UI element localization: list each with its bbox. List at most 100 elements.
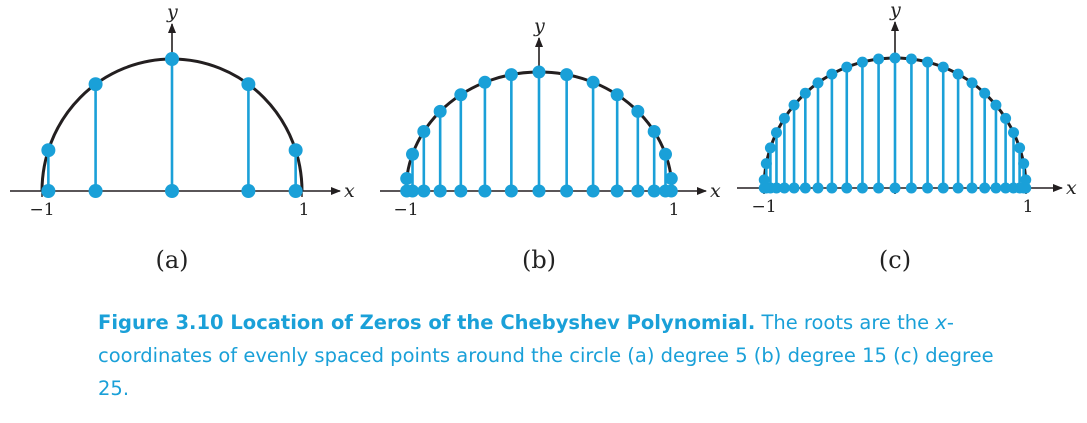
root-point [922, 182, 934, 194]
panel-label: (a) [155, 246, 188, 274]
y-axis-label: y [166, 1, 178, 23]
circle-point [504, 68, 518, 82]
tick-label-min: −1 [393, 200, 418, 220]
root-point [165, 184, 179, 198]
root-point [41, 184, 56, 198]
root-point [532, 184, 546, 198]
root-point [990, 182, 1002, 194]
root-point [1008, 182, 1020, 194]
tick-label-max: 1 [299, 200, 310, 220]
circle-point [586, 75, 600, 89]
tick-label-max: 1 [669, 200, 680, 220]
panel-a: x y −1 1 (a) [10, 1, 355, 274]
root-point [241, 184, 256, 198]
root-point [478, 184, 492, 198]
circle-point [417, 125, 431, 138]
panel-label: (b) [522, 246, 556, 274]
root-point [647, 184, 661, 198]
caption-heading: Figure 3.10 Location of Zeros of the Che… [98, 311, 756, 334]
caption-text-1: The roots are the [755, 311, 936, 334]
circle-point [778, 112, 790, 124]
circle-point [610, 88, 624, 102]
caption-text-2: -coordinates of evenly spaced points aro… [98, 311, 994, 400]
circle-point [873, 53, 885, 65]
root-point [417, 184, 431, 198]
circle-point [631, 104, 645, 118]
root-point [889, 182, 901, 194]
circle-point [1018, 158, 1030, 170]
panel-b: x y −1 1 (b) [380, 15, 721, 274]
circle-point [165, 52, 179, 66]
circle-point [433, 104, 447, 118]
y-axis-label: y [533, 15, 545, 37]
circle-point [664, 172, 678, 186]
root-point [88, 184, 103, 198]
circle-point [532, 65, 546, 79]
circle-point [41, 143, 56, 158]
circle-point [478, 75, 492, 89]
circle-point [400, 172, 414, 186]
circle-point [764, 142, 776, 154]
circle-point [241, 77, 256, 92]
circle-point [841, 61, 853, 73]
circle-point [1014, 142, 1026, 154]
root-point [433, 184, 447, 198]
x-axis-label: x [344, 180, 355, 202]
tick-label-min: −1 [29, 200, 54, 220]
root-point [856, 182, 868, 194]
root-point [504, 184, 518, 198]
circle-point [406, 147, 420, 161]
root-point [658, 184, 672, 198]
root-point [788, 182, 800, 194]
circle-point [952, 68, 964, 80]
circle-point [1008, 127, 1020, 139]
circle-point [770, 127, 782, 139]
circle-point [922, 56, 934, 68]
root-point [812, 182, 824, 194]
circle-point [658, 147, 672, 161]
circle-point [979, 87, 991, 99]
y-axis-label: y [889, 0, 901, 21]
root-point [288, 184, 303, 198]
circle-point [454, 88, 468, 102]
root-point [826, 182, 838, 194]
circle-point [905, 53, 917, 65]
root-point [454, 184, 468, 198]
root-point [979, 182, 991, 194]
root-point [952, 182, 964, 194]
root-point [873, 182, 885, 194]
circle-point [799, 87, 811, 99]
circle-point [88, 77, 103, 92]
caption-x-italic: x [935, 311, 947, 334]
circle-point [760, 158, 772, 170]
root-point [631, 184, 645, 198]
root-point [610, 184, 624, 198]
circle-point [812, 77, 824, 89]
x-axis-label: x [1066, 177, 1077, 199]
circle-point [1000, 112, 1012, 124]
circle-point [788, 99, 800, 111]
root-point [905, 182, 917, 194]
root-point [586, 184, 600, 198]
root-point [1000, 182, 1012, 194]
circle-point [856, 56, 868, 68]
root-point [400, 184, 414, 198]
circle-point [937, 61, 949, 73]
circle-point [826, 68, 838, 80]
circle-point [889, 52, 901, 64]
circle-point [647, 125, 661, 138]
tick-label-max: 1 [1023, 197, 1034, 217]
root-point [560, 184, 574, 198]
root-point [966, 182, 978, 194]
circle-point [758, 174, 770, 186]
root-point [799, 182, 811, 194]
root-point [841, 182, 853, 194]
circle-point [288, 143, 303, 158]
circle-point [966, 77, 978, 89]
root-point [937, 182, 949, 194]
panel-label: (c) [879, 246, 911, 274]
circle-point [990, 99, 1002, 111]
x-axis-label: x [710, 180, 721, 202]
